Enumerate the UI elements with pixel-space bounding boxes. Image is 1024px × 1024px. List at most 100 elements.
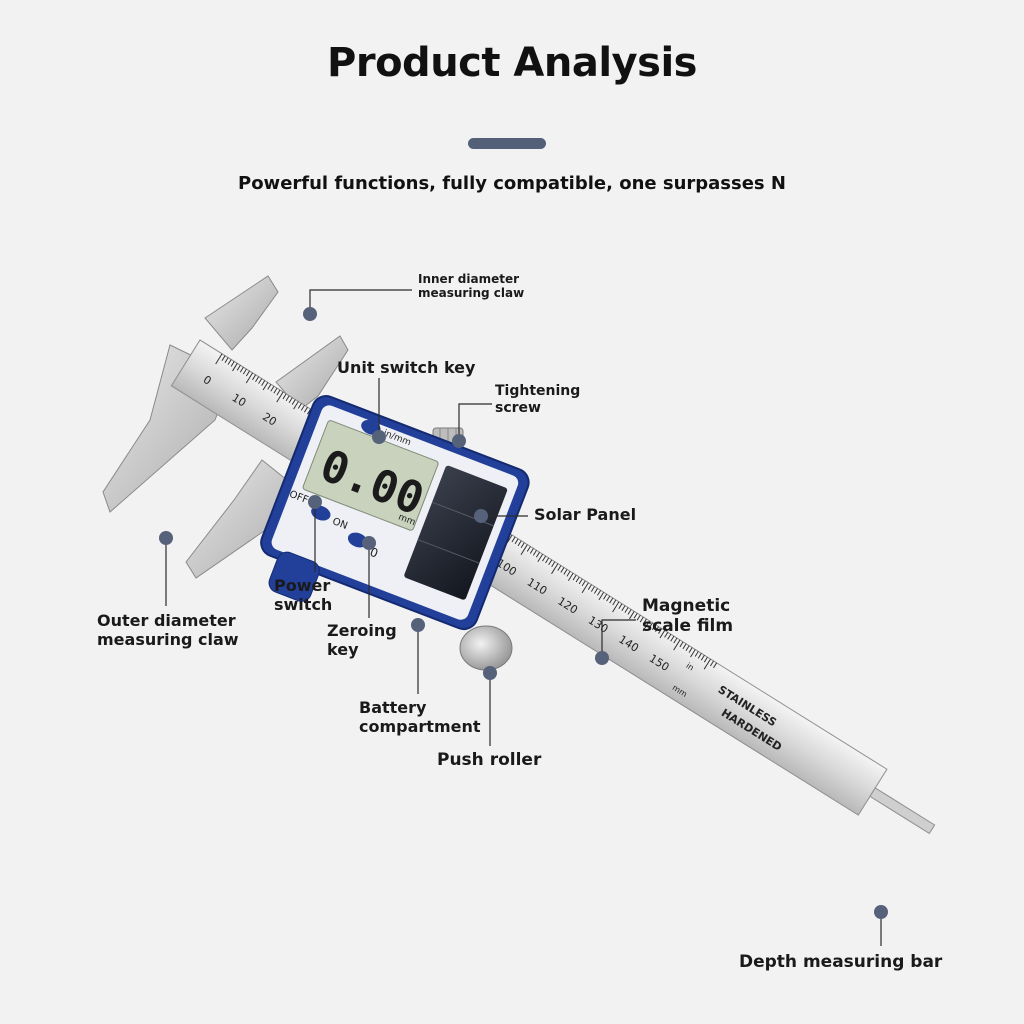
scale-tick xyxy=(520,542,525,548)
scale-tick xyxy=(526,546,531,552)
scale-tick xyxy=(262,382,269,391)
scale-tick xyxy=(642,620,650,632)
scale-tick xyxy=(629,611,635,620)
scale-tick xyxy=(581,580,586,587)
scale-tick xyxy=(655,626,660,632)
scale-tick xyxy=(291,399,296,405)
callout-dot-unit-switch xyxy=(372,430,386,444)
scale-tick xyxy=(700,654,705,661)
scale-tick xyxy=(597,590,602,596)
scale-tick xyxy=(563,569,568,575)
label-magnetic: Magnetic scale film xyxy=(642,596,734,637)
scale-tick xyxy=(639,616,644,623)
scale-tick xyxy=(557,565,562,571)
scale-tick xyxy=(590,586,595,592)
label-unit-switch: Unit switch key xyxy=(337,358,476,377)
scale-tick xyxy=(236,364,241,371)
scale-tick xyxy=(636,614,641,621)
scale-tick xyxy=(593,588,598,594)
scale-tick xyxy=(664,632,669,638)
scale-tick xyxy=(621,605,626,611)
scale-tick xyxy=(511,536,516,543)
scale-tick xyxy=(587,584,592,590)
scale-tick xyxy=(567,572,574,582)
on-label: ON xyxy=(331,516,349,532)
scale-tick xyxy=(232,363,238,372)
scale-tick xyxy=(297,403,302,409)
callout-dot-roller xyxy=(483,666,497,680)
scale-mark-20: 20 xyxy=(260,410,279,428)
label-inner-claw: Inner diameter measuring claw xyxy=(418,272,525,301)
scale-tick xyxy=(293,401,299,410)
scale-tick xyxy=(551,561,556,568)
scale-tick xyxy=(227,359,232,365)
callout-dot-magnetic xyxy=(595,651,609,665)
label-depth: Depth measuring bar xyxy=(739,952,943,972)
scale-tick xyxy=(673,637,678,644)
label-outer-claw: Outer diameter measuring claw xyxy=(97,611,239,650)
scale-tick xyxy=(267,384,272,390)
scale-tick xyxy=(688,647,693,653)
label-power: Power switch xyxy=(274,576,333,615)
scale-tick xyxy=(282,393,287,400)
callout-line-magnetic xyxy=(601,619,636,658)
scale-tick xyxy=(659,630,666,639)
scale-tick xyxy=(230,361,235,367)
scale-tick xyxy=(603,593,608,600)
scale-tick xyxy=(224,357,229,363)
scale-tick xyxy=(245,372,254,384)
label-solar: Solar Panel xyxy=(534,505,637,524)
depth-bar xyxy=(869,787,936,835)
scale-tick xyxy=(276,389,281,396)
scale-tick xyxy=(506,534,513,543)
scale-tick xyxy=(255,376,260,383)
scale-tick xyxy=(270,385,275,392)
scale-tick xyxy=(566,570,571,577)
label-battery: Battery compartment xyxy=(359,698,481,737)
inner-claw-fixed xyxy=(204,275,279,351)
scale-tick xyxy=(709,660,715,667)
scale-tick xyxy=(560,567,565,573)
scale-tick xyxy=(273,387,278,394)
page-subtitle: Powerful functions, fully compatible, on… xyxy=(238,173,786,194)
callout-dot-power xyxy=(308,495,322,509)
callout-line-tightening xyxy=(458,403,492,441)
scale-tick xyxy=(529,548,534,554)
battery-compartment xyxy=(268,551,320,602)
solar-panel xyxy=(404,465,508,600)
scale-tick xyxy=(682,643,687,650)
scale-tick xyxy=(697,653,702,659)
scale-tick xyxy=(215,353,223,365)
scale-tick xyxy=(276,391,284,403)
inch-label: in xyxy=(684,661,695,672)
callout-dot-inner-claw xyxy=(303,307,317,321)
scale-tick xyxy=(285,395,290,402)
callout-dot-outer-claw xyxy=(159,531,173,545)
scale-tick xyxy=(624,607,629,613)
callout-dot-solar xyxy=(474,509,488,523)
label-roller: Push roller xyxy=(437,750,542,770)
scale-mark-10: 10 xyxy=(230,391,249,409)
scale-tick xyxy=(532,550,537,556)
scale-tick xyxy=(658,628,663,634)
scale-tick xyxy=(548,559,553,566)
push-roller[interactable] xyxy=(459,625,513,671)
callout-dot-depth xyxy=(874,905,888,919)
power-button[interactable] xyxy=(309,503,333,523)
scale-tick xyxy=(612,601,620,613)
callout-dot-tightening xyxy=(452,434,466,448)
scale-tick xyxy=(221,355,226,362)
scale-tick xyxy=(303,406,308,413)
scale-tick xyxy=(572,574,577,581)
scale-tick xyxy=(670,635,675,642)
scale-tick xyxy=(545,557,550,564)
scale-tick xyxy=(703,656,708,663)
scale-tick xyxy=(609,597,614,604)
scale-tick xyxy=(667,633,672,640)
scale-tick xyxy=(648,622,653,629)
scale-tick xyxy=(694,651,699,657)
scale-tick xyxy=(575,576,580,583)
scale-tick xyxy=(252,374,257,381)
scale-tick xyxy=(673,639,681,651)
label-zeroing: Zeroing key xyxy=(327,621,397,660)
